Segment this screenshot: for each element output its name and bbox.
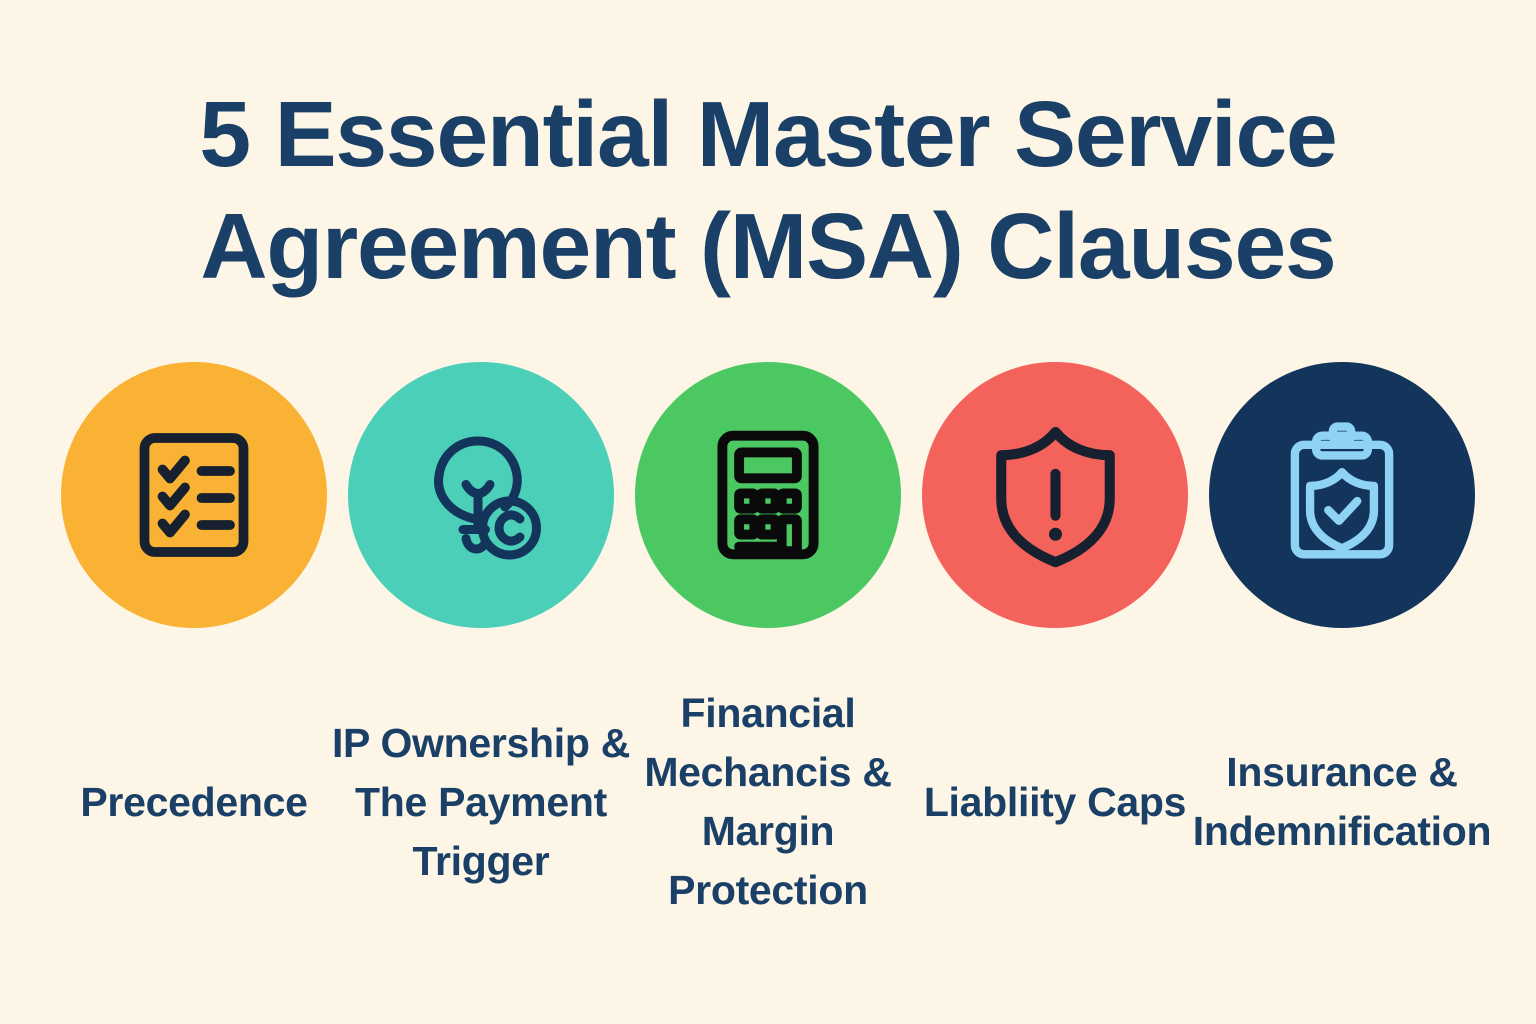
clause-icon-circle-4 [922, 362, 1188, 628]
clause-icon-circle-3 [635, 362, 901, 628]
clause-columns: Precedence IP Own [0, 362, 1536, 952]
clause-label-area-1: Precedence [29, 652, 359, 952]
clause-item-ip-ownership: IP Ownership & The Payment Trigger [332, 362, 630, 952]
clause-item-financial-mechanics: Financial Mechancis & Margin Protection [632, 362, 904, 952]
clause-label-area-5: Insurance & Indemnification [1177, 652, 1507, 952]
clause-label-5: Insurance & Indemnification [1192, 749, 1492, 854]
clause-icon-circle-1 [61, 362, 327, 628]
clause-label-area-3: Financial Mechancis & Margin Protection [603, 652, 933, 952]
clause-label-area-2: IP Ownership & The Payment Trigger [316, 652, 646, 952]
clause-label-area-4: Liabliity Caps [890, 652, 1220, 952]
clause-item-insurance-indemnification: Insurance & Indemnification [1193, 362, 1492, 952]
clause-icon-circle-5 [1209, 362, 1475, 628]
shield-exclamation-icon [978, 418, 1133, 573]
page-title-line-1: 5 Essential Master Service [199, 82, 1337, 186]
lightbulb-copyright-icon [406, 420, 556, 570]
checklist-document-icon [119, 420, 269, 570]
clause-item-precedence: Precedence [58, 362, 330, 952]
clause-icon-circle-2 [348, 362, 614, 628]
clause-label-2: IP Ownership & The Payment Trigger [331, 719, 631, 884]
clause-item-liability-caps: Liabliity Caps [919, 362, 1191, 952]
page-title: 5 Essential Master Service Agreement (MS… [0, 78, 1536, 302]
clause-label-1: Precedence [80, 778, 308, 825]
clause-label-4: Liabliity Caps [923, 778, 1187, 825]
calculator-icon [692, 419, 844, 571]
clause-label-3: Financial Mechancis & Margin Protection [644, 690, 892, 913]
page-title-line-2: Agreement (MSA) Clauses [200, 194, 1336, 298]
clipboard-shield-check-icon [1266, 419, 1418, 571]
